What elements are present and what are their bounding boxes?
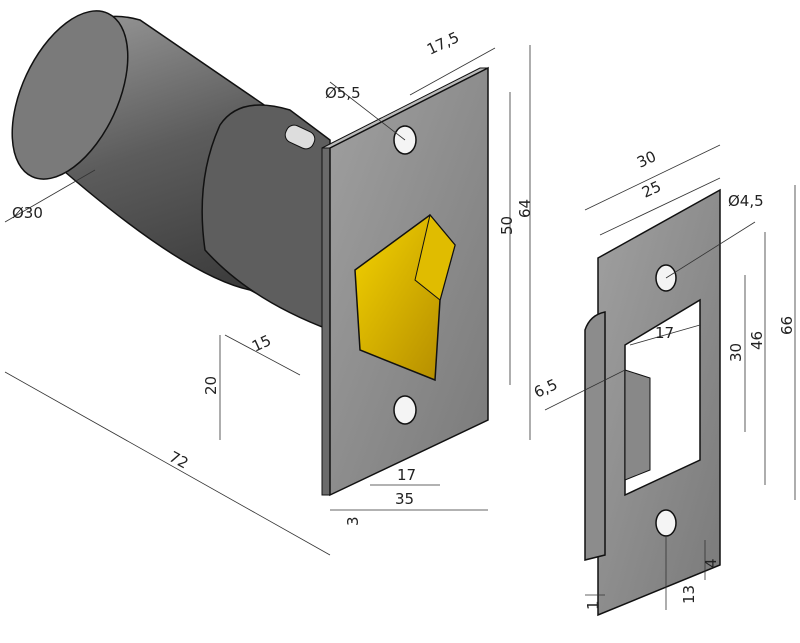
dim-strike-hole-spacing: 46 (748, 331, 766, 350)
dim-lip-depth: 6,5 (531, 375, 560, 401)
dim-strike-overall-height: 66 (778, 316, 796, 335)
dimension-lines (4, 45, 796, 610)
dim-bolt-projection: 15 (249, 331, 274, 355)
latch-bolt (354, 213, 456, 382)
dim-bolt-height: 20 (202, 376, 220, 395)
dim-latch-plate-thickness: 3 (344, 516, 362, 526)
dim-strike-plate-width: 25 (639, 177, 664, 201)
dim-latch-hole-spacing: 50 (498, 216, 516, 235)
dim-latch-plate-height: 64 (516, 199, 534, 218)
dim-latch-plate-width: 17,5 (424, 28, 462, 58)
dim-cylinder-diameter: Ø30 (12, 204, 43, 222)
screw-hole (655, 509, 677, 537)
dim-backset-width: 35 (395, 490, 414, 508)
dim-strike-overall-width: 30 (634, 147, 659, 171)
dim-strike-hole-diameter: Ø4,5 (728, 192, 764, 210)
strike-plate (584, 188, 721, 617)
dim-strike-thickness: 1 (584, 600, 602, 610)
dim-opening-height: 30 (727, 343, 745, 362)
dim-opening-width: 17 (655, 324, 674, 342)
dim-edge-offset: 4 (702, 558, 720, 568)
screw-hole (393, 395, 417, 425)
dim-overall-length: 72 (166, 448, 191, 473)
dim-hole-offset: 13 (680, 585, 698, 604)
dim-latch-hole-diameter: Ø5,5 (325, 84, 361, 102)
latch-cylinder (11, 10, 331, 332)
dim-bolt-width: 17 (397, 466, 416, 484)
